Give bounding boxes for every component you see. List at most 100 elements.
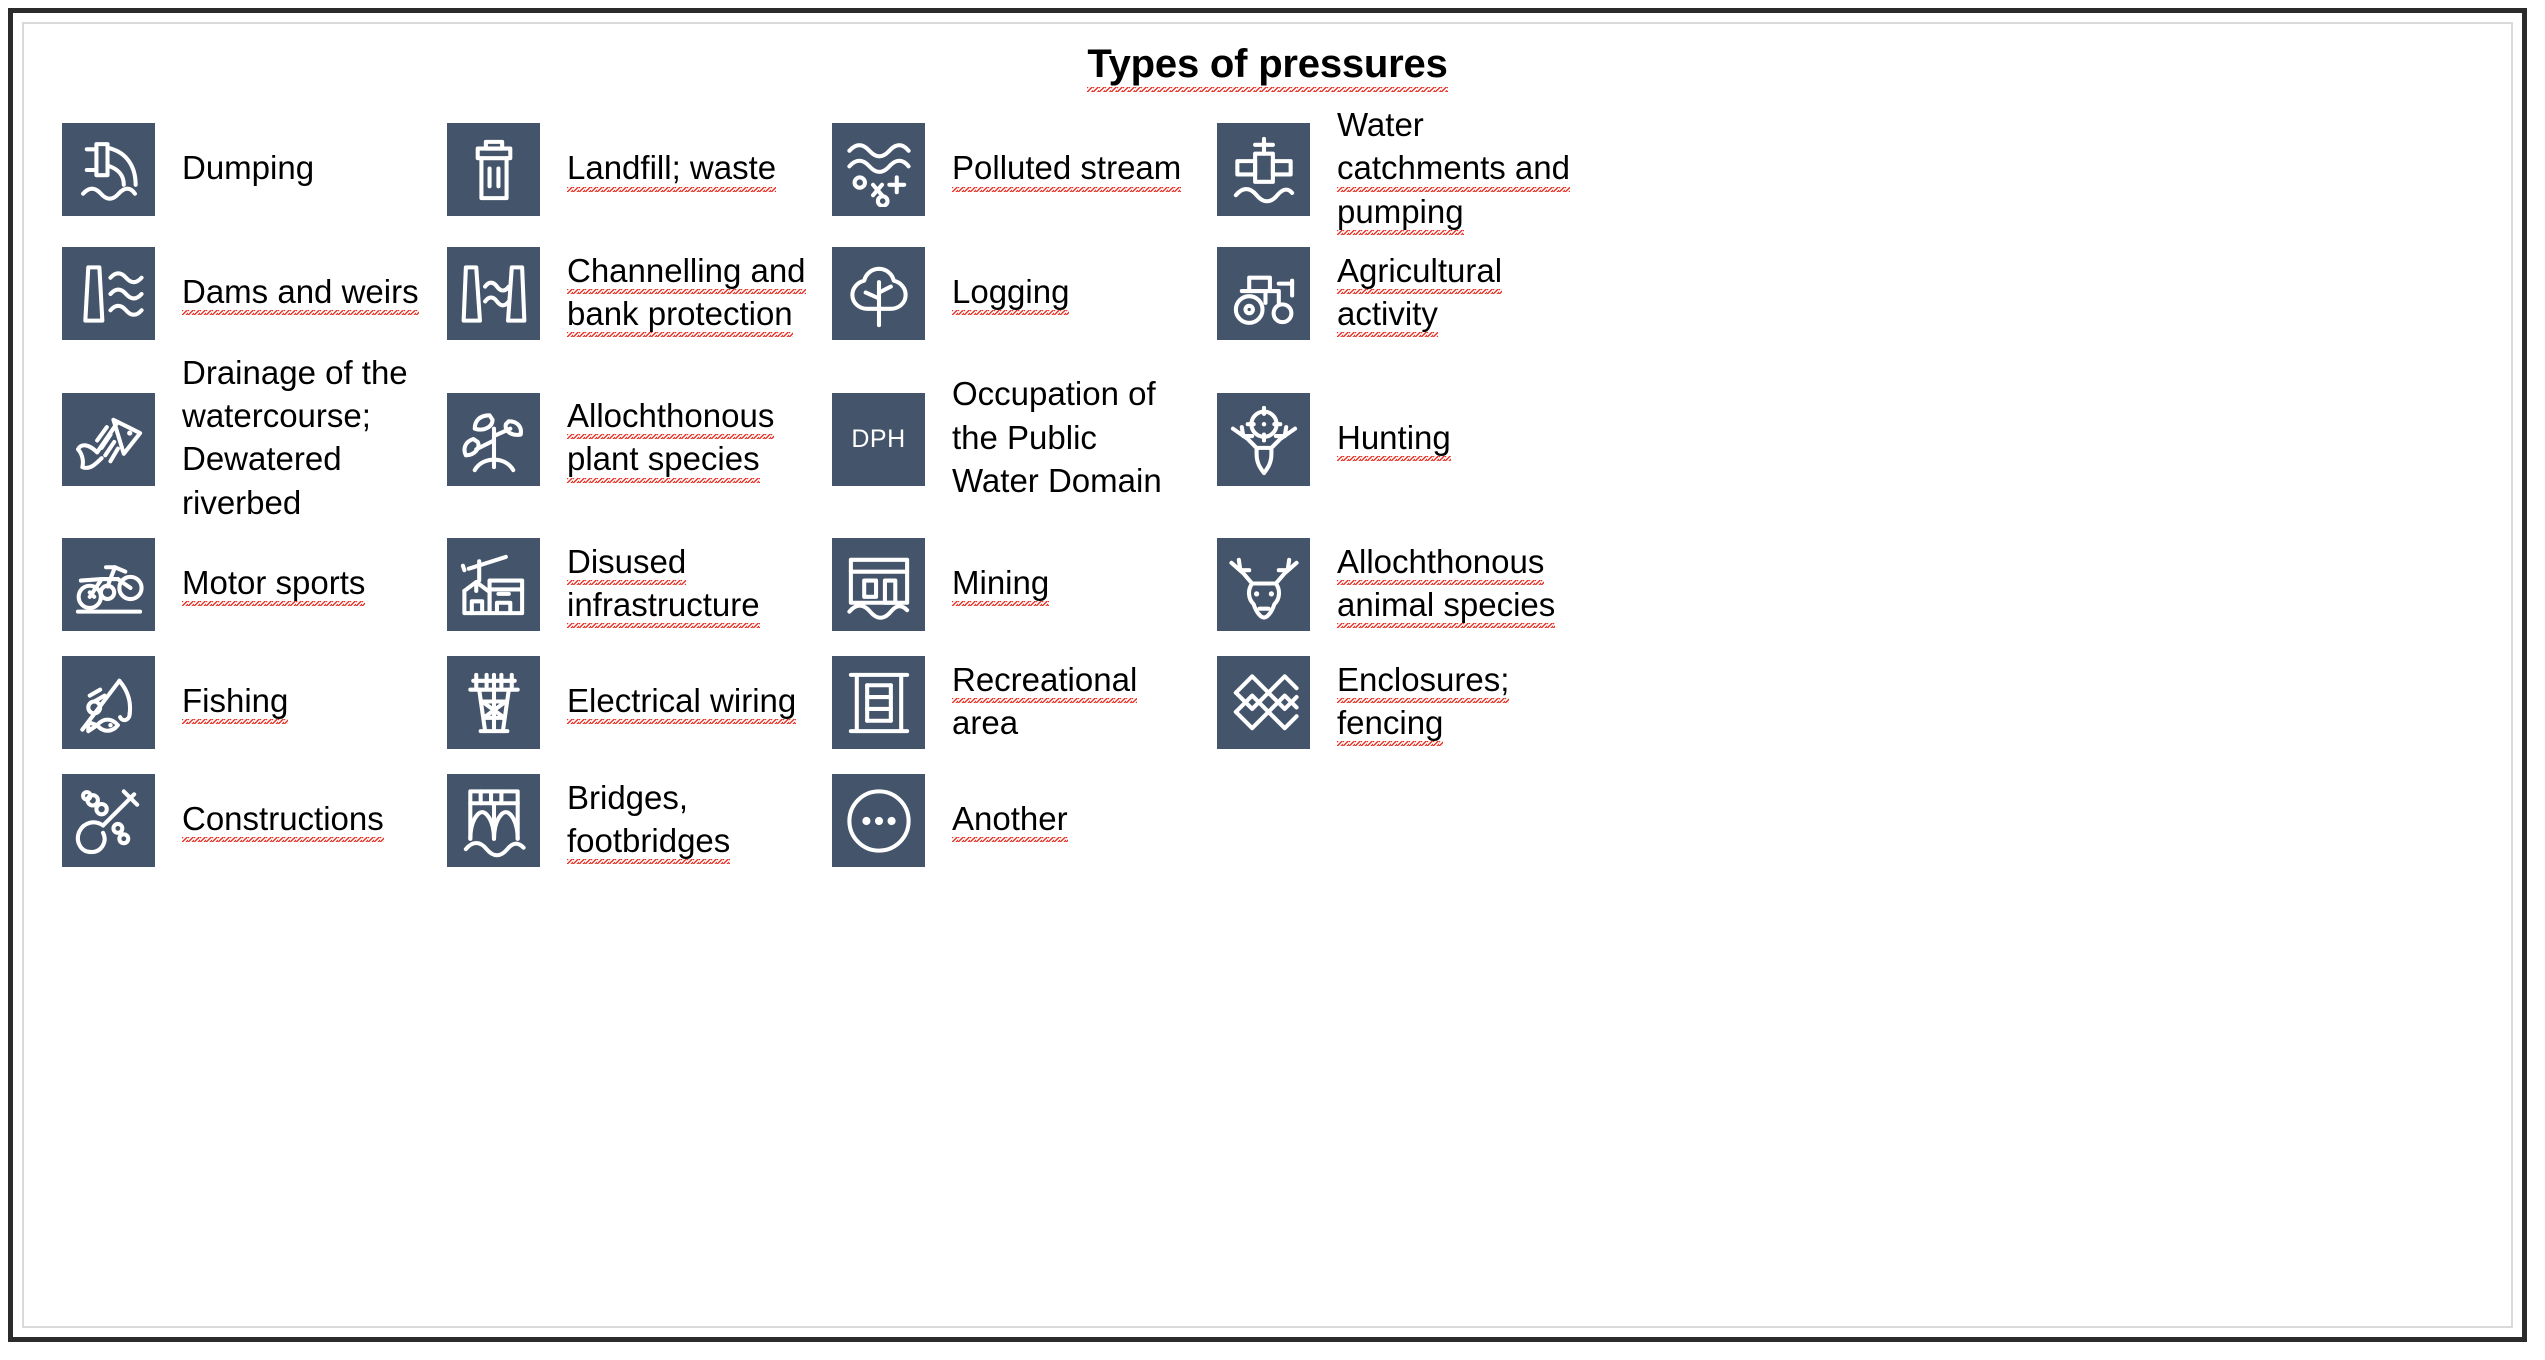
legend-item[interactable]: Landfill; waste	[447, 105, 832, 235]
dph-text-icon: DPH	[832, 392, 925, 486]
pressure-legend-grid: Dumping Landfill; waste Polluted stream	[24, 97, 2511, 1326]
legend-item-label-line: Dewatered	[182, 440, 342, 478]
legend-item-label-line: pumping	[1337, 191, 1464, 235]
legend-item-label-line: Logging	[952, 272, 1070, 316]
legend-item-label-line: Occupation of	[952, 375, 1156, 413]
legend-item-label: Logging	[952, 272, 1070, 316]
legend-item-label: Another	[952, 799, 1068, 843]
legend-item-label-line: Another	[952, 799, 1068, 843]
legend-item-label-line: plant species	[567, 439, 760, 483]
legend-item[interactable]: Another	[832, 762, 1217, 880]
tractor-icon	[1217, 247, 1310, 341]
dam-wall-icon	[62, 247, 155, 341]
ellipsis-circle-icon	[832, 774, 925, 868]
legend-item-label-line: Dams and weirs	[182, 272, 419, 316]
legend-item-label-line: Polluted stream	[952, 148, 1182, 192]
legend-item-label-line: Fishing	[182, 681, 289, 725]
legend-item-label: Enclosures;fencing	[1337, 659, 1510, 746]
legend-item-label: Hunting	[1337, 417, 1451, 461]
mine-entrance-icon	[832, 538, 925, 632]
legend-item-label-line: Channelling and	[567, 250, 806, 294]
fish-skeleton-icon	[62, 392, 155, 486]
channel-banks-icon	[447, 247, 540, 341]
legend-item-label-line: Bridges,	[567, 778, 689, 816]
pipe-discharge-icon	[62, 123, 155, 217]
tree-icon	[832, 247, 925, 341]
legend-item-label: Constructions	[182, 799, 384, 843]
power-pylon-icon	[447, 656, 540, 750]
legend-item-label-line: Water Domain	[952, 461, 1162, 499]
legend-item-label: Dumping	[182, 148, 314, 191]
legend-item-label-line: bank protection	[567, 293, 793, 337]
legend-item[interactable]: Constructions	[62, 762, 447, 880]
legend-item-label-line: Agricultural	[1337, 250, 1503, 294]
bridge-icon	[447, 774, 540, 868]
legend-item-label: Electrical wiring	[567, 681, 797, 725]
fence-mesh-icon	[1217, 656, 1310, 750]
legend-item-label-line: Disused	[567, 541, 687, 585]
motorcycle-icon	[62, 538, 155, 632]
legend-item[interactable]: Dumping	[62, 105, 447, 235]
legend-item-label-line: Allochthonous	[567, 396, 775, 440]
legend-item-label-line: Mining	[952, 563, 1050, 607]
legend-item[interactable]: Logging	[832, 235, 1217, 353]
legend-item[interactable]: Electrical wiring	[447, 644, 832, 762]
legend-item-label: Bridges, footbridges	[567, 778, 731, 864]
legend-item-label-line: footbridges	[567, 820, 731, 864]
legend-item-label-line: infrastructure	[567, 584, 760, 628]
legend-item-label-line: the Public	[952, 418, 1097, 456]
deer-crosshair-icon	[1217, 392, 1310, 486]
legend-item-label-line: Dumping	[182, 149, 315, 187]
legend-item-label-line: Drainage of the	[182, 353, 408, 391]
legend-item-label: Fishing	[182, 681, 289, 725]
playground-icon	[832, 656, 925, 750]
fishing-rod-icon	[62, 656, 155, 750]
legend-item-label-line: Electrical wiring	[567, 681, 797, 725]
legend-item-label-line: Constructions	[182, 799, 384, 843]
deer-head-icon	[1217, 538, 1310, 632]
page-title-text: Types of pressures	[1087, 42, 1448, 93]
legend-item-label: Polluted stream	[952, 148, 1182, 192]
legend-item-label: Dams and weirs	[182, 272, 419, 316]
legend-item-label: Motor sports	[182, 563, 366, 607]
legend-item[interactable]: Mining	[832, 526, 1217, 644]
page-title: Types of pressures	[24, 24, 2511, 97]
legend-item-label: Mining	[952, 563, 1050, 607]
trash-bin-icon	[447, 123, 540, 217]
factory-crane-icon	[447, 538, 540, 632]
legend-item[interactable]: Hunting	[1217, 353, 1602, 526]
legend-item-label-line: Allochthonous	[1337, 541, 1545, 585]
legend-item-label-line: Recreational	[952, 659, 1138, 703]
legend-item-label-line: fencing	[1337, 702, 1444, 746]
legend-panel: Types of pressures Dumping Landfill; was…	[22, 22, 2513, 1328]
plant-sprout-icon	[447, 392, 540, 486]
legend-item[interactable]: Polluted stream	[832, 105, 1217, 235]
legend-item[interactable]: Fishing	[62, 644, 447, 762]
legend-item[interactable]: Motor sports	[62, 526, 447, 644]
legend-item-label-line: watercourse;	[182, 397, 371, 434]
legend-item[interactable]: Bridges, footbridges	[447, 762, 832, 880]
legend-item[interactable]: Dams and weirs	[62, 235, 447, 353]
legend-item[interactable]: Enclosures;fencing	[1217, 644, 1602, 762]
legend-frame: Types of pressures Dumping Landfill; was…	[8, 8, 2527, 1342]
legend-item-label-line: Landfill; waste	[567, 148, 777, 192]
legend-item-placeholder	[1217, 762, 1602, 880]
